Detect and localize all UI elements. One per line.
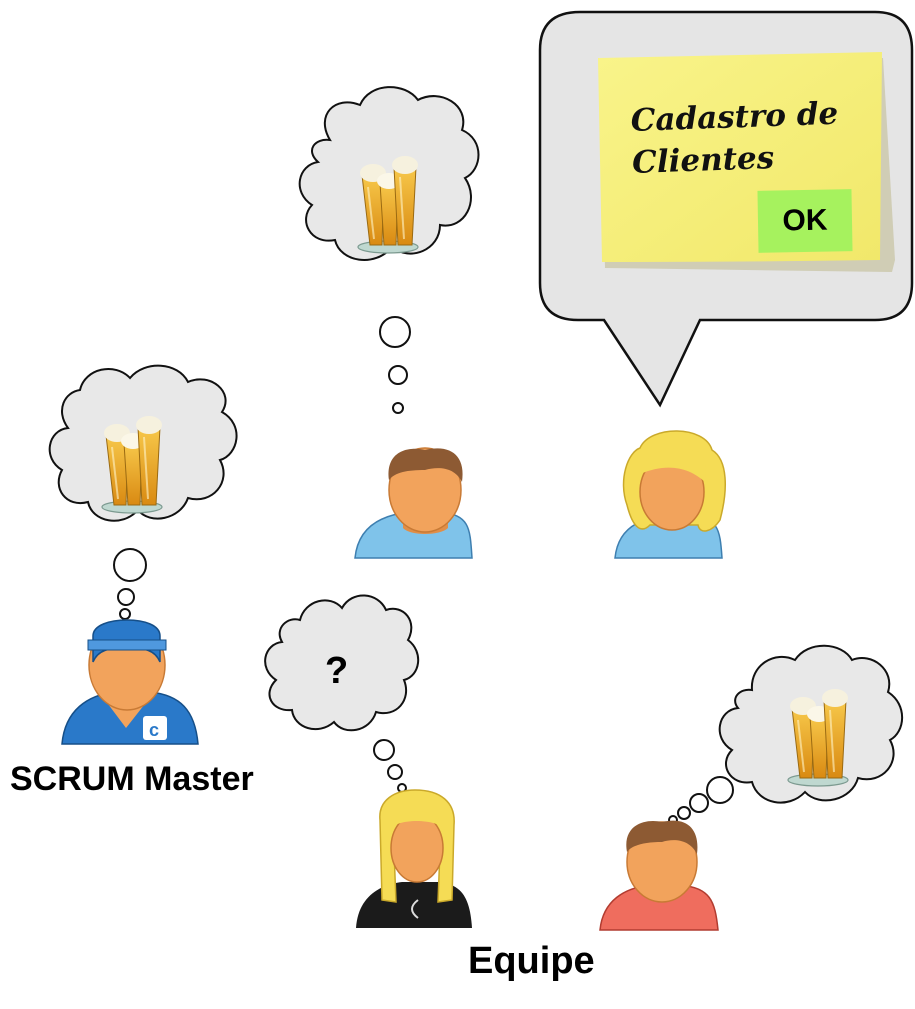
ok-badge-label: OK xyxy=(782,203,828,238)
thought-cloud-top xyxy=(298,86,480,414)
question-mark: ? xyxy=(325,650,349,692)
scrum-master-label: SCRUM Master xyxy=(10,760,254,798)
team-member-blonde-blue xyxy=(614,430,726,559)
ok-badge: OK xyxy=(757,189,853,253)
thought-cloud-question xyxy=(264,594,419,793)
team-member-blonde-black xyxy=(356,789,472,928)
thought-cloud-right xyxy=(668,644,904,825)
team-member-brown-hair-blue xyxy=(354,447,473,559)
thought-cloud-scrum xyxy=(48,364,238,620)
team-label: Equipe xyxy=(468,940,595,982)
sticky-note-text: Cadastro de Clientes xyxy=(630,91,903,184)
scrum-master-avatar: c xyxy=(61,619,199,745)
svg-text:c: c xyxy=(149,720,159,740)
team-member-brown-hair-red xyxy=(599,820,719,931)
